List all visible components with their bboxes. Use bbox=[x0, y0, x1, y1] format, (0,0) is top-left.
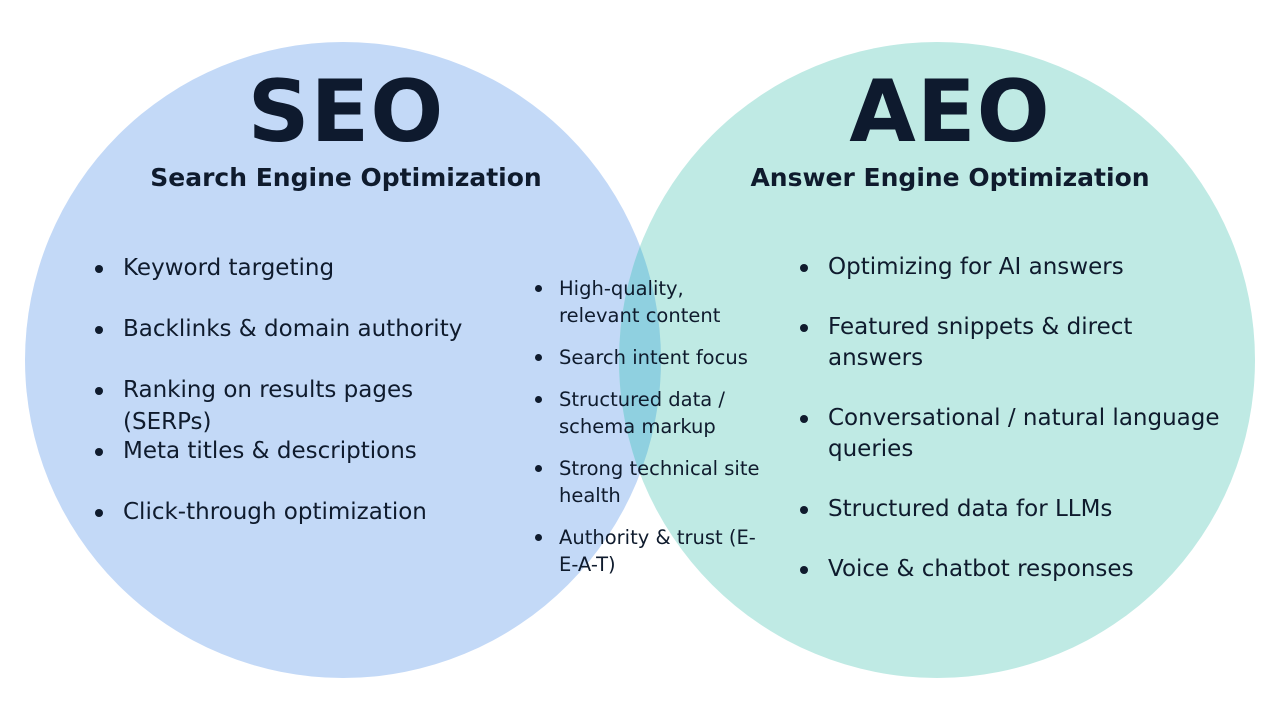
list-item: Ranking on results pages (SERPs) bbox=[95, 374, 495, 435]
bullet-icon bbox=[95, 387, 103, 395]
list-item-label: Structured data for LLMs bbox=[828, 496, 1113, 522]
bullet-icon bbox=[535, 534, 542, 541]
list-item-label: High-quality, relevant content bbox=[559, 277, 721, 327]
overlap-list: High-quality, relevant content Search in… bbox=[535, 275, 765, 593]
list-item-label: Featured snippets & direct answers bbox=[828, 314, 1133, 371]
list-item-label: Voice & chatbot responses bbox=[828, 556, 1134, 582]
aeo-list: Optimizing for AI answers Featured snipp… bbox=[800, 252, 1220, 614]
bullet-icon bbox=[800, 566, 808, 574]
list-item: Optimizing for AI answers bbox=[800, 252, 1220, 283]
list-item: Authority & trust (E-E-A-T) bbox=[535, 524, 765, 578]
aeo-subtitle: Answer Engine Optimization bbox=[750, 163, 1150, 192]
list-item: High-quality, relevant content bbox=[535, 275, 765, 329]
aeo-circle bbox=[619, 42, 1255, 678]
list-item: Keyword targeting bbox=[95, 252, 495, 284]
bullet-icon bbox=[800, 415, 808, 423]
bullet-icon bbox=[800, 264, 808, 272]
list-item: Strong technical site health bbox=[535, 455, 765, 509]
list-item-label: Ranking on results pages (SERPs) bbox=[123, 377, 414, 435]
bullet-icon bbox=[95, 509, 103, 517]
list-item: Structured data / schema markup bbox=[535, 386, 765, 440]
list-item-label: Meta titles & descriptions bbox=[123, 438, 417, 464]
bullet-icon bbox=[535, 396, 542, 403]
list-item: Voice & chatbot responses bbox=[800, 554, 1220, 585]
seo-title: SEO bbox=[247, 62, 445, 162]
list-item-label: Keyword targeting bbox=[123, 255, 335, 281]
list-item: Meta titles & descriptions bbox=[95, 435, 495, 467]
bullet-icon bbox=[95, 265, 103, 273]
bullet-icon bbox=[535, 354, 542, 361]
bullet-icon bbox=[800, 324, 808, 332]
list-item-label: Authority & trust (E-E-A-T) bbox=[559, 526, 756, 576]
list-item-label: Click-through optimization bbox=[123, 499, 427, 525]
list-item-label: Strong technical site health bbox=[559, 457, 760, 507]
bullet-icon bbox=[95, 326, 103, 334]
list-item-label: Structured data / schema markup bbox=[559, 388, 725, 438]
seo-circle bbox=[25, 42, 661, 678]
list-item-label: Optimizing for AI answers bbox=[828, 254, 1124, 280]
list-item: Structured data for LLMs bbox=[800, 494, 1220, 525]
bullet-icon bbox=[800, 506, 808, 514]
list-item: Backlinks & domain authority bbox=[95, 313, 495, 345]
bullet-icon bbox=[535, 465, 542, 472]
bullet-icon bbox=[95, 448, 103, 456]
seo-subtitle: Search Engine Optimization bbox=[150, 163, 542, 192]
list-item: Search intent focus bbox=[535, 344, 765, 371]
list-item: Click-through optimization bbox=[95, 496, 495, 528]
list-item: Featured snippets & direct answers bbox=[800, 312, 1220, 374]
bullet-icon bbox=[535, 285, 542, 292]
list-item-label: Search intent focus bbox=[559, 346, 748, 369]
list-item-label: Conversational / natural language querie… bbox=[828, 405, 1220, 462]
seo-list: Keyword targeting Backlinks & domain aut… bbox=[95, 252, 495, 557]
aeo-title: AEO bbox=[849, 62, 1051, 162]
list-item-label: Backlinks & domain authority bbox=[123, 316, 463, 342]
list-item: Conversational / natural language querie… bbox=[800, 403, 1220, 465]
